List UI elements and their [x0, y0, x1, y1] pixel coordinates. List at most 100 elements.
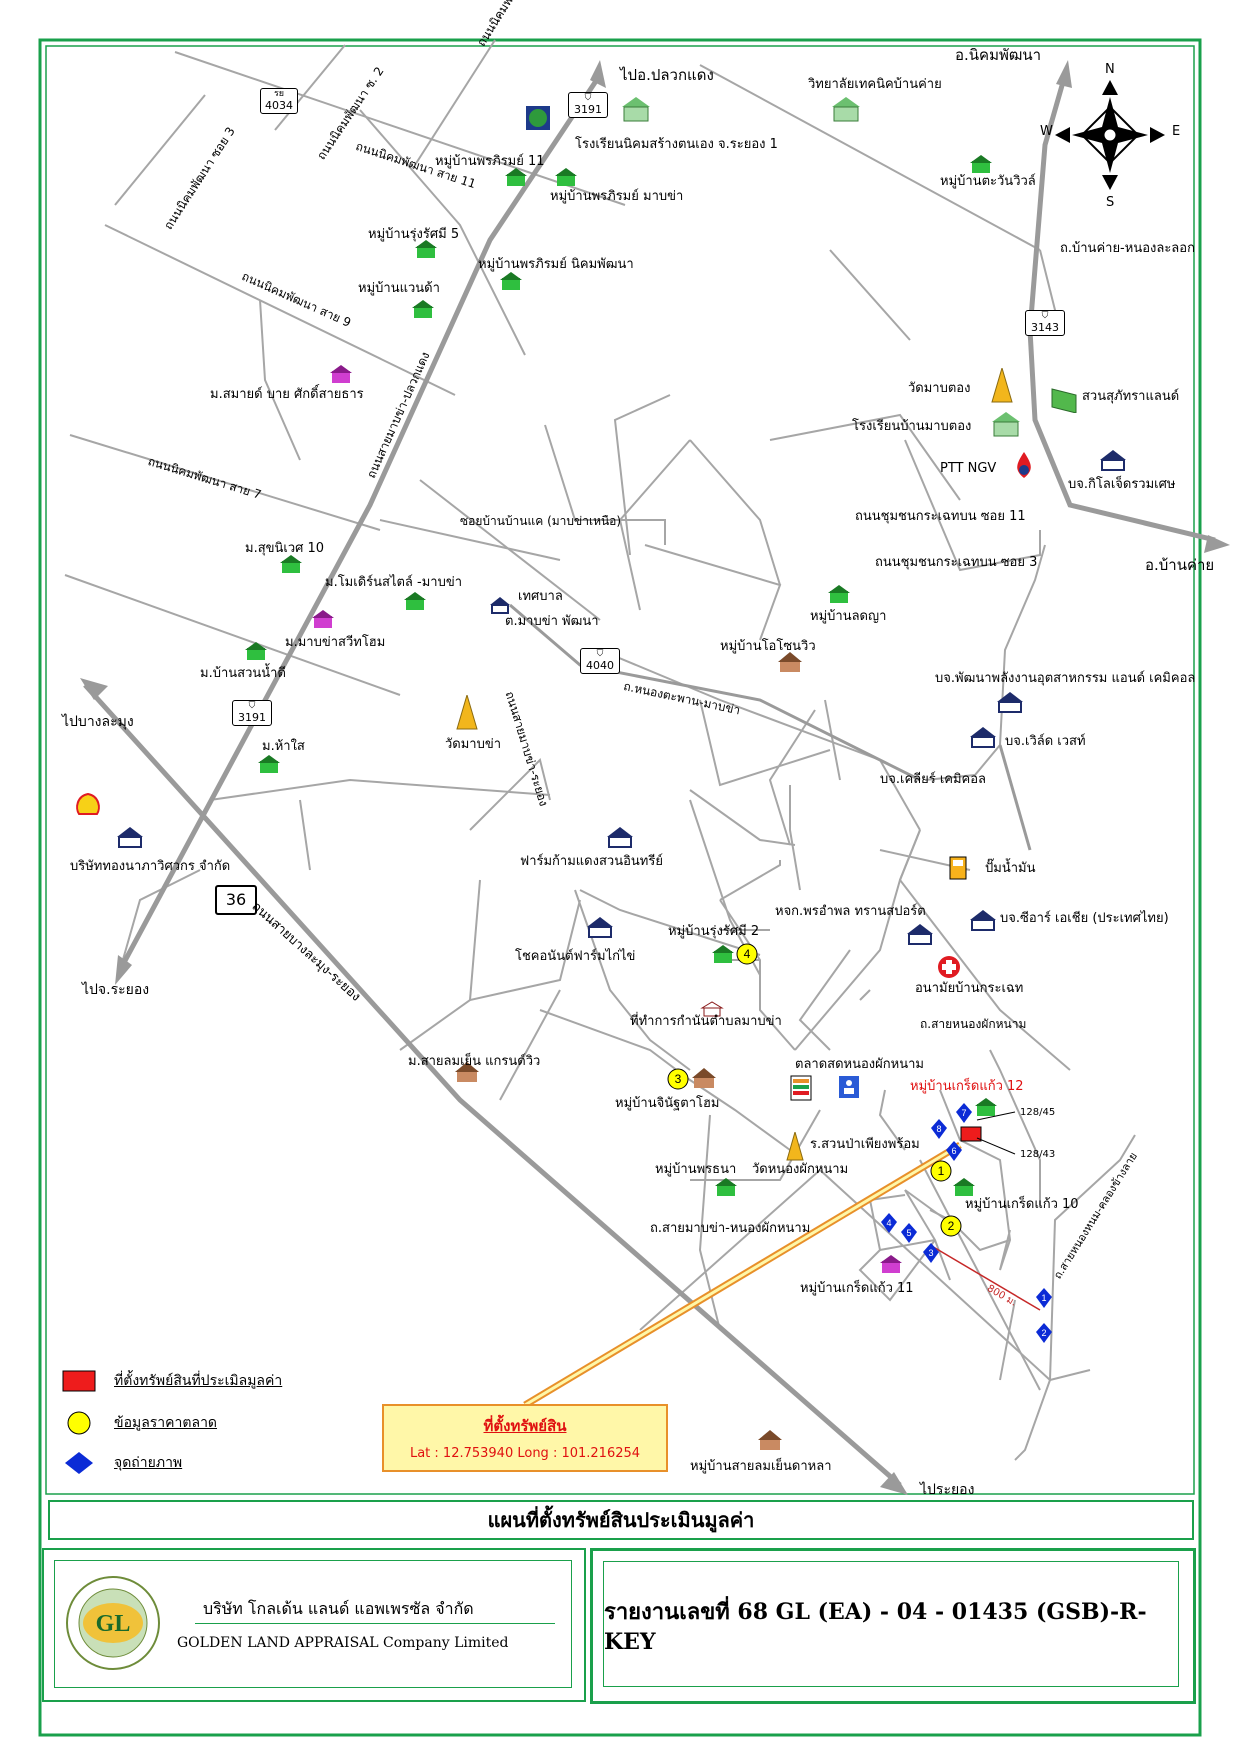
road-label-sai-nong-phak: ถ.สายหนองผักหนาม — [920, 1017, 1027, 1031]
village-icon-brown — [778, 652, 802, 672]
label-m-modern: ม.โมเดิร์นสไตล์ -มาบข่า — [325, 575, 463, 590]
label-suan-pa: ร.สวนป่าเพียงพร้อม — [810, 1137, 920, 1152]
market-icon — [839, 1076, 859, 1098]
temple-icon — [456, 695, 478, 730]
office-icon — [490, 597, 510, 614]
dest-pluak-daeng: ไปอ.ปลวกแดง — [620, 66, 714, 84]
village-icon — [245, 642, 267, 660]
village-icon — [500, 272, 522, 290]
lot-number-2: 128/43 — [1020, 1149, 1056, 1160]
label-bj-phatthana: บจ.พัฒนาพลังงานอุตสาหกรรม แอนด์ เคมิคอล — [935, 671, 1196, 686]
label-tech-college: วิทยาลัยเทคนิคบ้านค่าย — [808, 77, 942, 92]
seven-eleven-icon — [790, 1075, 812, 1101]
village-icon — [828, 585, 850, 603]
photo-point-4: 4 — [881, 1213, 897, 1233]
legend-photo-icon — [65, 1452, 93, 1474]
logo-icon — [526, 106, 550, 130]
legend-market-icon — [67, 1411, 91, 1435]
village-icon-pink — [880, 1255, 902, 1273]
label-hjk: หจก.พรอำพล ทรานสปอร์ต — [775, 904, 926, 919]
village-icon — [412, 300, 434, 318]
park-icon — [1051, 388, 1077, 413]
svg-text:1: 1 — [938, 1164, 945, 1178]
village-icon — [280, 555, 302, 573]
factory-icon — [907, 924, 933, 945]
route-sign-4040: ⛉4040 — [580, 648, 620, 674]
road-label-soi-ban-khae: ซอยบ้านบ้านแค (มาบข่าเหนือ) — [460, 514, 622, 528]
shell-icon — [76, 792, 100, 815]
label-tessaban2: ต.มาบข่า พัฒนา — [505, 614, 599, 629]
lot-number-1: 128/45 — [1020, 1107, 1056, 1118]
photo-point-7: 7 — [956, 1103, 972, 1123]
dest-rayong: ไประยอง — [920, 1482, 975, 1498]
svg-text:7: 7 — [961, 1108, 966, 1118]
compass-south: S — [1106, 195, 1115, 210]
office-icon — [700, 1001, 724, 1017]
village-icon — [712, 945, 734, 963]
label-bj-kilo: บจ.กิโลเจ็ดรวมเศษ — [1068, 477, 1176, 492]
label-ptt-ngv: PTT NGV — [940, 461, 997, 476]
legend-market-label: ข้อมูลราคาตลาด — [114, 1415, 218, 1431]
svg-text:4: 4 — [744, 947, 751, 961]
subject-property-marker — [960, 1126, 982, 1142]
photo-point-1: 1 — [1036, 1288, 1052, 1308]
clinic-icon — [938, 956, 960, 978]
label-v-kred10: หมู่บ้านเกร็ดแก้ว 10 — [965, 1197, 1079, 1212]
dest-rayong-city: ไปจ.ระยอง — [82, 982, 150, 998]
report-number: รายงานเลขที่ 68 GL (EA) - 04 - 01435 (GS… — [603, 1561, 1179, 1687]
village-icon — [715, 1178, 737, 1196]
photo-point-3: 3 — [923, 1243, 939, 1263]
label-school-maptong: โรงเรียนบ้านมาบตอง — [852, 419, 972, 434]
asset-box-title: ที่ตั้งทรัพย์สิน — [483, 1417, 567, 1435]
svg-text:8: 8 — [936, 1124, 941, 1134]
road-label-sai-maptaphut: ถ.สายมาบข่า-หนองผักหนาม — [650, 1221, 811, 1236]
label-m-sailom: ม.สายลมเย็น แกรนด์วิว — [408, 1054, 541, 1069]
company-divider — [195, 1623, 555, 1624]
report-box: รายงานเลขที่ 68 GL (EA) - 04 - 01435 (GS… — [590, 1548, 1196, 1704]
photo-point-8: 8 — [931, 1119, 947, 1139]
label-v-waenda: หมู่บ้านแวนด้า — [358, 281, 440, 296]
asset-location-box: ที่ตั้งทรัพย์สิน Lat : 12.753940 Long : … — [382, 1404, 668, 1472]
label-m-suan-namdee: ม.บ้านสวนน้ำดี — [200, 666, 286, 681]
label-suan-suk: สวนสุภัทราแลนด์ — [1082, 389, 1180, 404]
company-logo-icon: GL — [66, 1576, 160, 1670]
label-market: ตลาดสดหนองผักหนาม — [795, 1057, 924, 1072]
company-box: GL บริษัท โกลเด้น แลนด์ แอพเพรซัล จำกัด … — [42, 1548, 586, 1702]
village-icon — [975, 1098, 997, 1116]
label-gas: ปั๊มน้ำมัน — [985, 861, 1036, 876]
label-chok: โชคอนันต์ฟาร์มไก่ไข่ — [515, 949, 636, 964]
label-clinic: อนามัยบ้านกระเฉท — [915, 981, 1024, 996]
market-point-2: 2 — [940, 1215, 962, 1237]
label-bj-syr: บจ.ซีอาร์ เอเชีย (ประเทศไทย) — [1000, 911, 1169, 926]
legend-photo: จุดถ่ายภาพ — [62, 1450, 182, 1476]
label-bj-clear: บจ.เคลียร์ เคมิคอล — [880, 772, 987, 787]
market-point-4: 4 — [736, 943, 758, 965]
label-m-mapkha-wit: ม.มาบข่าสวีทโฮม — [285, 635, 386, 650]
svg-text:6: 6 — [951, 1146, 956, 1156]
label-kamnan: ที่ทำการกำนันตำบลมาบข่า — [630, 1014, 782, 1029]
distance-line — [929, 1244, 1041, 1311]
gas-station-icon — [949, 856, 967, 880]
label-school-nikhom: โรงเรียนนิคมสร้างตนเอง จ.ระยอง 1 — [575, 137, 778, 152]
legend-subject: ที่ตั้งทรัพย์สินที่ประเมิลมูลค่า — [62, 1370, 282, 1392]
label-v-phorntana: หมู่บ้านพรธนา — [655, 1162, 737, 1177]
route-sign-36: 36 — [215, 885, 257, 915]
compass-icon — [1055, 80, 1165, 190]
village-icon — [415, 240, 437, 258]
svg-text:4: 4 — [886, 1218, 891, 1228]
village-icon — [505, 168, 527, 186]
market-point-3: 3 — [667, 1068, 689, 1090]
road-label-chumchon-soi3: ถนนชุมชนกระเฉทบน ซอย 3 — [875, 555, 1038, 570]
market-point-1: 1 — [930, 1160, 952, 1182]
college-icon — [832, 97, 860, 122]
label-wat-maptong: วัดมาบตอง — [908, 381, 971, 396]
label-shell-company: บริษัททองนาภาวิศวกร จำกัด — [70, 859, 231, 874]
photo-point-2: 2 — [1036, 1323, 1052, 1343]
photo-point-6: 6 — [946, 1141, 962, 1161]
factory-icon — [997, 692, 1023, 713]
label-v-phornphirom11: หมู่บ้านพรภิรมย์ 11 — [435, 154, 545, 169]
ptt-ngv-icon — [1017, 452, 1031, 478]
village-icon — [555, 168, 577, 186]
minor-roads — [64, 39, 1136, 1461]
